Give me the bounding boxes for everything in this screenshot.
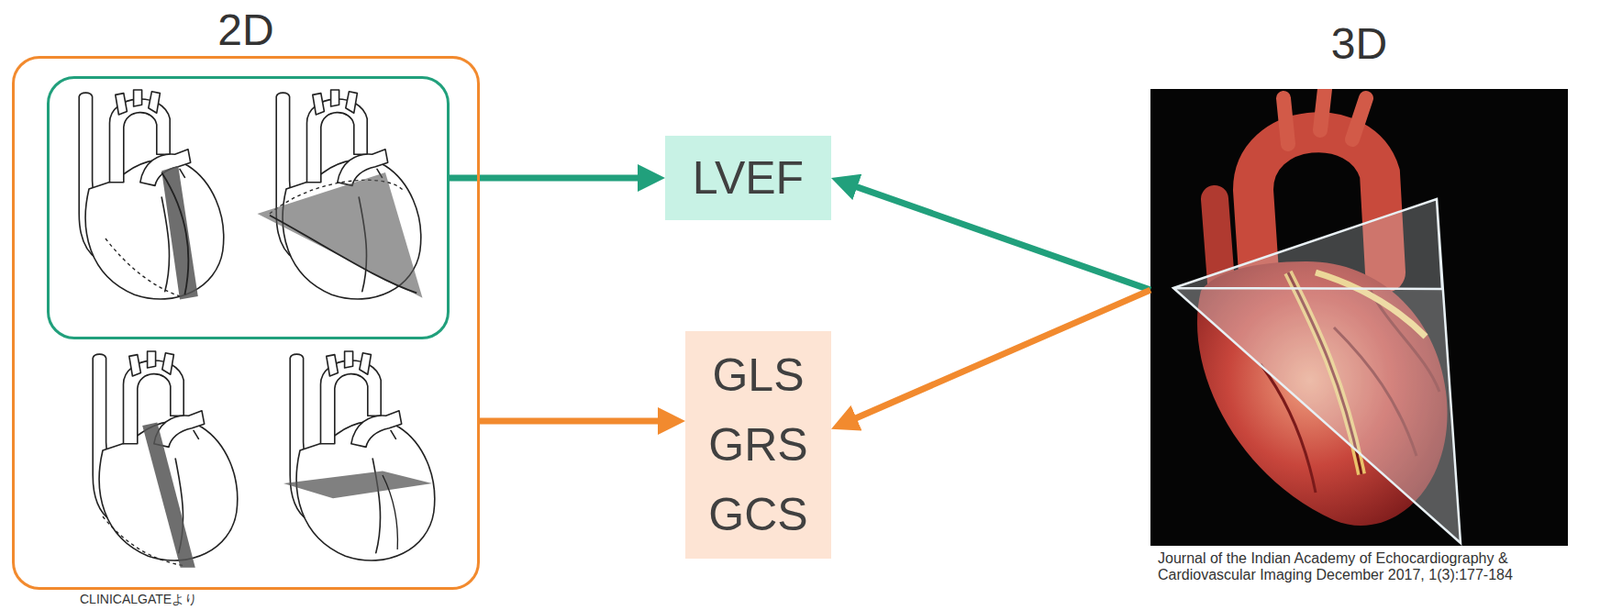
group-box-lvef	[46, 76, 450, 340]
source-credit: CLINICALGATEより	[79, 591, 374, 607]
image-panel-3d: 3D	[1150, 88, 1568, 546]
flow-arrow	[843, 289, 1151, 424]
panel-heading: 3D	[1150, 19, 1568, 68]
group-box-2d: 2D	[11, 55, 480, 590]
flow-arrow	[843, 182, 1151, 290]
flow-arrow	[449, 175, 653, 182]
heart-long-axis-view	[92, 351, 238, 568]
source-citation: Journal of the Indian Academy of Echocar…	[1157, 550, 1597, 585]
heart-apical-view	[78, 89, 224, 300]
metric-box: GLSGRSGCS	[685, 331, 832, 559]
flow-arrow	[479, 417, 673, 424]
metric-name: GCS	[708, 479, 808, 550]
heart-short-axis-view	[283, 351, 435, 561]
panel-heading: 2D	[14, 5, 478, 55]
metric-name: GLS	[711, 340, 804, 411]
metric-name: LVEF	[692, 150, 804, 206]
metric-name: GRS	[708, 410, 808, 480]
heart-apical-view	[257, 89, 423, 300]
heart-3d-image	[1150, 88, 1568, 546]
metric-box: LVEF	[665, 135, 832, 221]
